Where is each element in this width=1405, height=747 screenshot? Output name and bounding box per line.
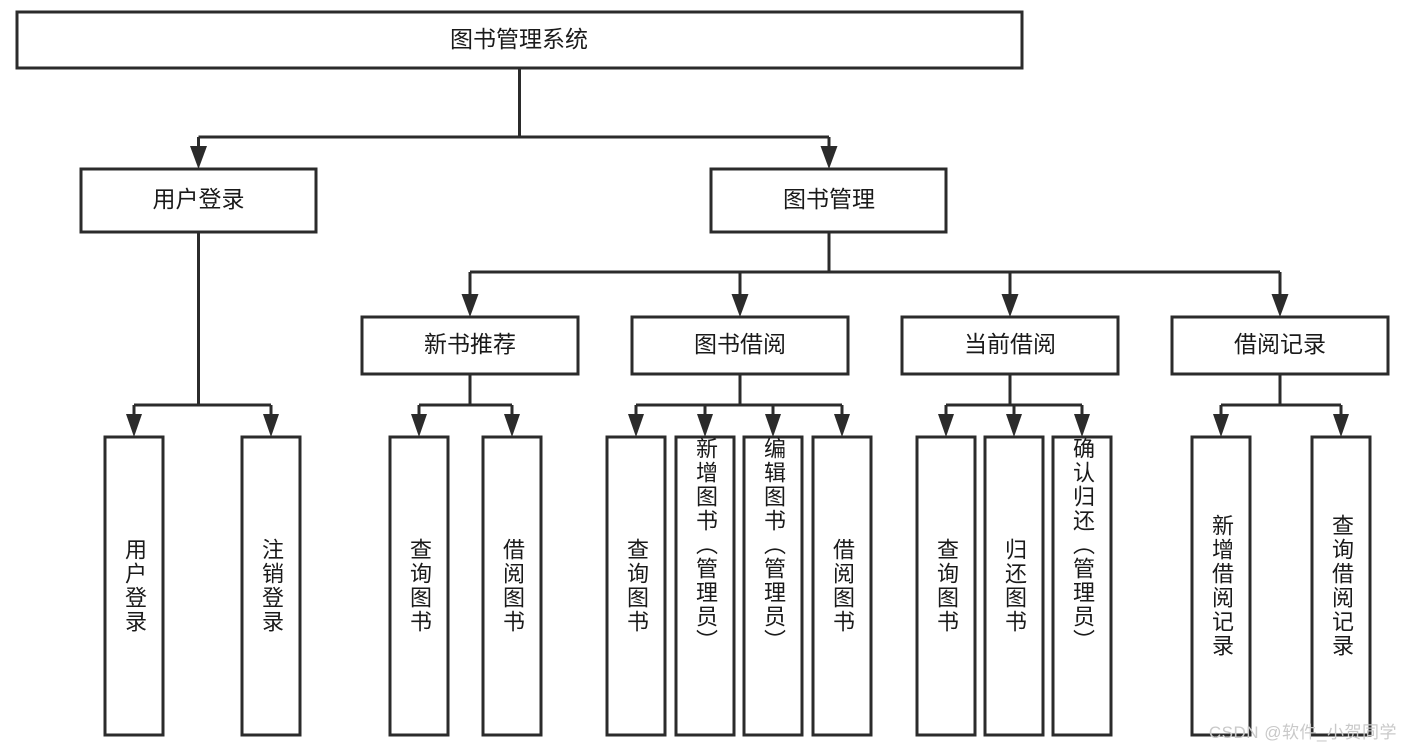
node-leaf-edit-book-label: 编辑图书（管理员） — [761, 437, 786, 653]
arrow-head-current-borrow — [1001, 294, 1019, 317]
node-leaf-borrow-book-1-label: 借阅图书 — [500, 538, 525, 634]
arrow-head-leaf-query-book-3 — [938, 414, 954, 437]
node-leaf-confirm-return[interactable]: 确认归还（管理员） — [1053, 437, 1111, 735]
node-leaf-user-logout-box[interactable] — [240, 435, 302, 737]
node-leaf-query-book-2-label: 查询图书 — [624, 538, 649, 634]
leaf-nodes-layer — [103, 435, 1372, 737]
node-book-borrow-label: 图书借阅 — [694, 331, 786, 357]
node-leaf-borrow-book-2[interactable]: 借阅图书 — [813, 437, 871, 735]
connector-layer — [126, 68, 1349, 437]
node-book-borrow[interactable]: 图书借阅 — [630, 315, 850, 376]
node-user-login-box[interactable] — [79, 167, 318, 234]
node-leaf-query-book-1-box[interactable] — [388, 435, 450, 737]
node-current-borrow-label: 当前借阅 — [964, 331, 1056, 357]
arrow-head-borrow-record — [1271, 294, 1289, 317]
node-new-book-recommend-box[interactable] — [360, 315, 580, 376]
arrow-head-leaf-edit-book — [765, 414, 781, 437]
arrow-head-leaf-add-book — [697, 414, 713, 437]
node-leaf-confirm-return-box[interactable] — [1051, 435, 1113, 737]
node-current-borrow-box[interactable] — [900, 315, 1120, 376]
node-leaf-return-book-box[interactable] — [983, 435, 1045, 737]
node-root[interactable]: 图书管理系统 — [15, 10, 1024, 70]
arrow-head-book-borrow — [731, 294, 749, 317]
node-leaf-query-book-1[interactable]: 查询图书 — [390, 437, 448, 735]
node-leaf-query-book-1-label: 查询图书 — [407, 538, 432, 634]
node-leaf-borrow-book-1-box[interactable] — [481, 435, 543, 737]
arrow-head-leaf-add-record — [1213, 414, 1229, 437]
node-leaf-edit-book[interactable]: 编辑图书（管理员） — [744, 437, 802, 735]
node-new-book-recommend[interactable]: 新书推荐 — [360, 315, 580, 376]
arrow-head-leaf-user-logout — [263, 414, 279, 437]
arrow-head-leaf-return-book — [1006, 414, 1022, 437]
arrow-head-leaf-user-login — [126, 414, 142, 437]
node-leaf-query-book-2-box[interactable] — [605, 435, 667, 737]
node-new-book-recommend-label: 新书推荐 — [424, 331, 516, 357]
node-leaf-user-login[interactable]: 用户登录 — [105, 437, 163, 735]
node-root-box[interactable] — [15, 10, 1024, 70]
node-leaf-borrow-book-1[interactable]: 借阅图书 — [483, 437, 541, 735]
node-root-label: 图书管理系统 — [450, 26, 588, 52]
node-leaf-borrow-book-2-label: 借阅图书 — [830, 538, 855, 634]
node-leaf-query-record-box[interactable] — [1310, 435, 1372, 737]
node-leaf-add-record-label: 新增借阅记录 — [1209, 514, 1234, 658]
node-book-borrow-box[interactable] — [630, 315, 850, 376]
node-leaf-query-book-3[interactable]: 查询图书 — [917, 437, 975, 735]
node-leaf-add-record-box[interactable] — [1190, 435, 1252, 737]
node-book-manage-box[interactable] — [709, 167, 948, 234]
node-borrow-record-box[interactable] — [1170, 315, 1390, 376]
arrow-head-leaf-query-record — [1333, 414, 1349, 437]
node-leaf-query-record[interactable]: 查询借阅记录 — [1312, 437, 1370, 735]
node-leaf-return-book-label: 归还图书 — [1002, 538, 1027, 634]
node-leaf-add-book-box[interactable] — [674, 435, 736, 737]
node-leaf-user-login-box[interactable] — [103, 435, 165, 737]
node-leaf-query-record-label: 查询借阅记录 — [1329, 514, 1354, 658]
node-leaf-borrow-book-2-box[interactable] — [811, 435, 873, 737]
node-book-manage[interactable]: 图书管理 — [709, 167, 948, 234]
node-borrow-record-label: 借阅记录 — [1234, 331, 1326, 357]
node-leaf-query-book-3-box[interactable] — [915, 435, 977, 737]
node-leaf-add-book[interactable]: 新增图书（管理员） — [676, 437, 734, 735]
arrow-head-leaf-borrow-book-2 — [834, 414, 850, 437]
node-user-login-label: 用户登录 — [153, 186, 245, 212]
arrow-head-leaf-query-book-2 — [628, 414, 644, 437]
arrow-head-new-book-recommend — [461, 294, 479, 317]
node-leaf-user-logout[interactable]: 注销登录 — [242, 437, 300, 735]
node-leaf-user-logout-label: 注销登录 — [259, 538, 284, 634]
node-borrow-record[interactable]: 借阅记录 — [1170, 315, 1390, 376]
node-leaf-add-record[interactable]: 新增借阅记录 — [1192, 437, 1250, 735]
node-leaf-confirm-return-label: 确认归还（管理员） — [1070, 437, 1095, 653]
node-leaf-add-book-label: 新增图书（管理员） — [693, 437, 718, 653]
node-leaf-user-login-label: 用户登录 — [122, 538, 147, 634]
node-leaf-return-book[interactable]: 归还图书 — [985, 437, 1043, 735]
node-user-login[interactable]: 用户登录 — [79, 167, 318, 234]
node-book-manage-label: 图书管理 — [783, 186, 875, 212]
arrow-head-book-manage — [820, 146, 838, 169]
node-leaf-query-book-2[interactable]: 查询图书 — [607, 437, 665, 735]
node-leaf-query-book-3-label: 查询图书 — [934, 538, 959, 634]
arrow-head-leaf-confirm-return — [1074, 414, 1090, 437]
arrow-head-leaf-borrow-book-1 — [504, 414, 520, 437]
node-leaf-edit-book-box[interactable] — [742, 435, 804, 737]
arrow-head-user-login — [190, 146, 207, 169]
arrow-head-leaf-query-book-1 — [411, 414, 427, 437]
node-current-borrow[interactable]: 当前借阅 — [900, 315, 1120, 376]
